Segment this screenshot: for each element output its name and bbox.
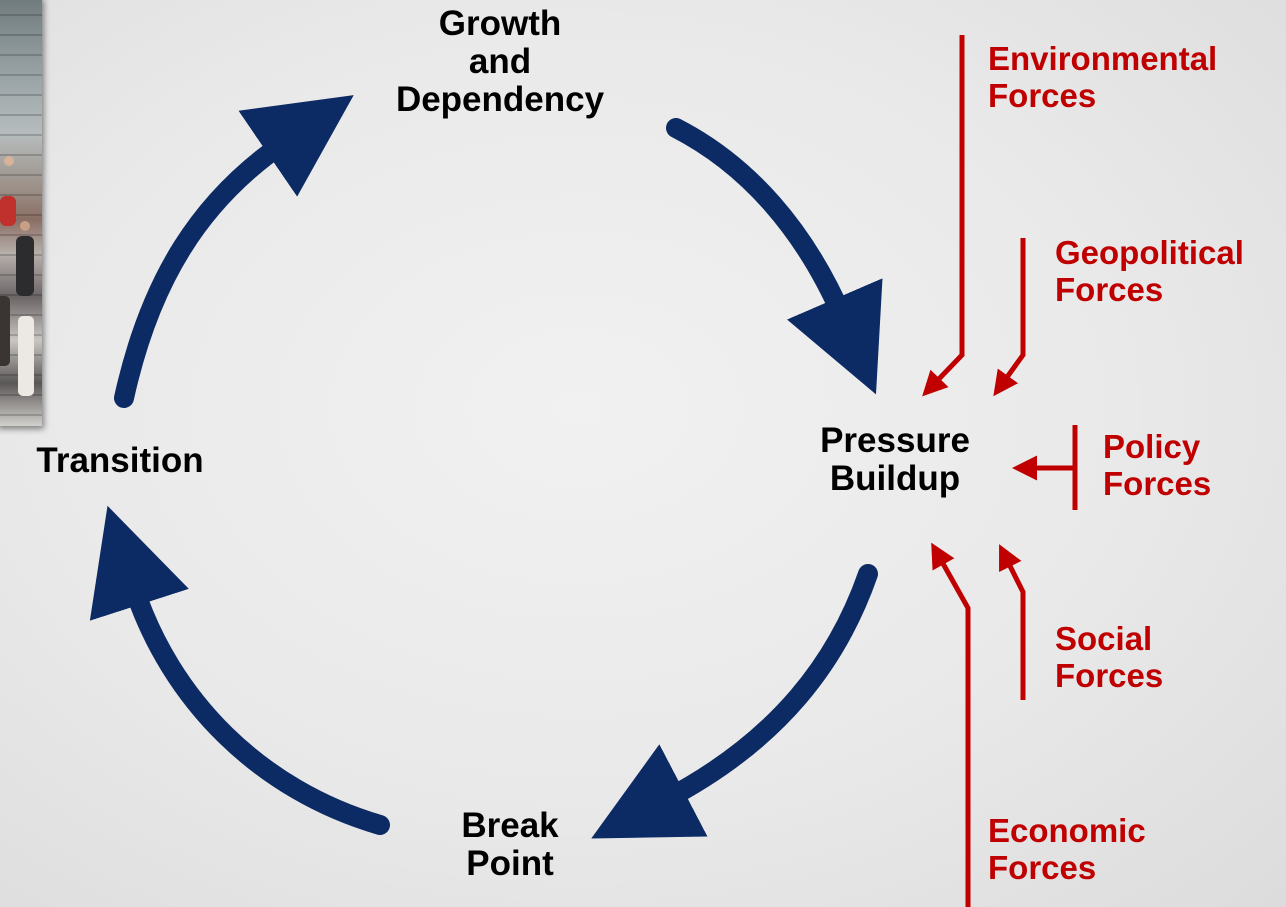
- environmental-forces-label: Environmental Forces: [988, 40, 1217, 114]
- cycle-arrow-growth-to-pressure: [666, 118, 883, 395]
- cycle-arrow-transition-to-growth: [114, 95, 354, 408]
- pressure-buildup-label: Pressure Buildup: [795, 422, 995, 498]
- pressure-line-2: Buildup: [829, 459, 961, 498]
- economic-line-1: Economic: [988, 812, 1146, 849]
- economic-line-2: Forces: [988, 849, 1097, 886]
- growth-dependency-label: Growth and Dependency: [370, 5, 630, 119]
- cycle-arrow-breakpoint-to-transition: [89, 505, 390, 835]
- crowd-photo: [0, 0, 42, 426]
- policy-line-2: Forces: [1103, 465, 1212, 502]
- cycle-arrow-pressure-to-breakpoint: [591, 564, 878, 839]
- economic-forces-label: Economic Forces: [988, 812, 1146, 886]
- social-force-arrow: [999, 544, 1026, 700]
- pressure-line-1: Pressure: [820, 421, 970, 460]
- break-point-label: Break Point: [420, 807, 600, 883]
- environmental-force-arrow: [922, 35, 965, 397]
- growth-line-2: and: [468, 42, 532, 81]
- growth-line-1: Growth: [438, 4, 562, 43]
- policy-line-1: Policy: [1103, 428, 1201, 465]
- geopolitical-line-1: Geopolitical: [1055, 234, 1244, 271]
- social-line-2: Forces: [1055, 657, 1164, 694]
- policy-forces-label: Policy Forces: [1103, 428, 1211, 502]
- social-line-1: Social: [1055, 620, 1153, 657]
- economic-force-arrow: [931, 542, 971, 907]
- geopolitical-force-arrow: [993, 238, 1026, 397]
- environmental-line-1: Environmental: [988, 40, 1218, 77]
- break-point-line-1: Break: [461, 806, 559, 845]
- geopolitical-line-2: Forces: [1055, 271, 1164, 308]
- growth-line-3: Dependency: [395, 80, 605, 119]
- break-point-line-2: Point: [466, 844, 554, 883]
- social-forces-label: Social Forces: [1055, 620, 1163, 694]
- transition-label: Transition: [10, 442, 230, 480]
- transition-line-1: Transition: [36, 441, 204, 480]
- environmental-line-2: Forces: [988, 77, 1097, 114]
- geopolitical-forces-label: Geopolitical Forces: [1055, 234, 1244, 308]
